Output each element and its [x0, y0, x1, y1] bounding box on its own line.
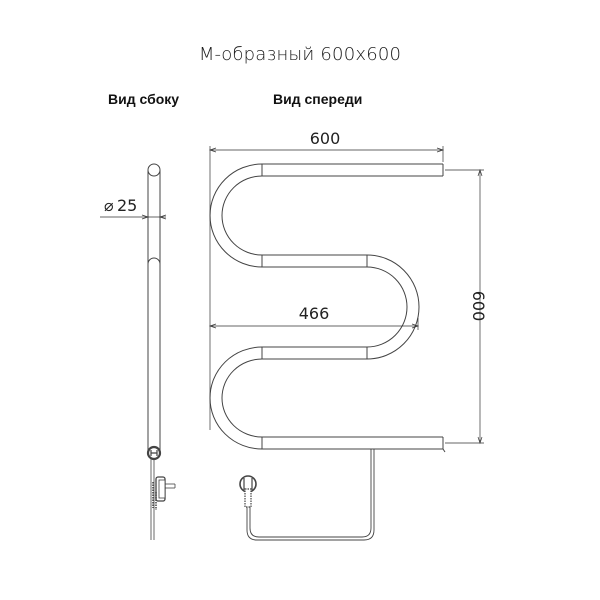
diameter-value: 25 [117, 196, 137, 215]
plug-front-icon [239, 475, 257, 508]
width-dimension: 600 [208, 129, 445, 430]
power-cable [246, 449, 375, 541]
front-view-label: Вид спереди [273, 91, 363, 107]
front-view [209, 163, 446, 541]
diameter-dimension: ⌀ 25 [100, 196, 167, 220]
side-view [146, 163, 176, 540]
drawing-title: М-образный 600х600 [198, 44, 402, 65]
inner-width-value: 466 [299, 304, 330, 323]
tube-end-top [147, 163, 161, 177]
width-value: 600 [310, 129, 341, 148]
height-value: 600 [469, 291, 488, 322]
plug-side-icon [152, 476, 176, 510]
diameter-symbol-icon: ⌀ [104, 196, 114, 215]
side-view-label: Вид сбоку [108, 91, 180, 107]
height-dimension: 600 [445, 168, 488, 445]
inner-width-dimension: 466 [208, 304, 420, 330]
